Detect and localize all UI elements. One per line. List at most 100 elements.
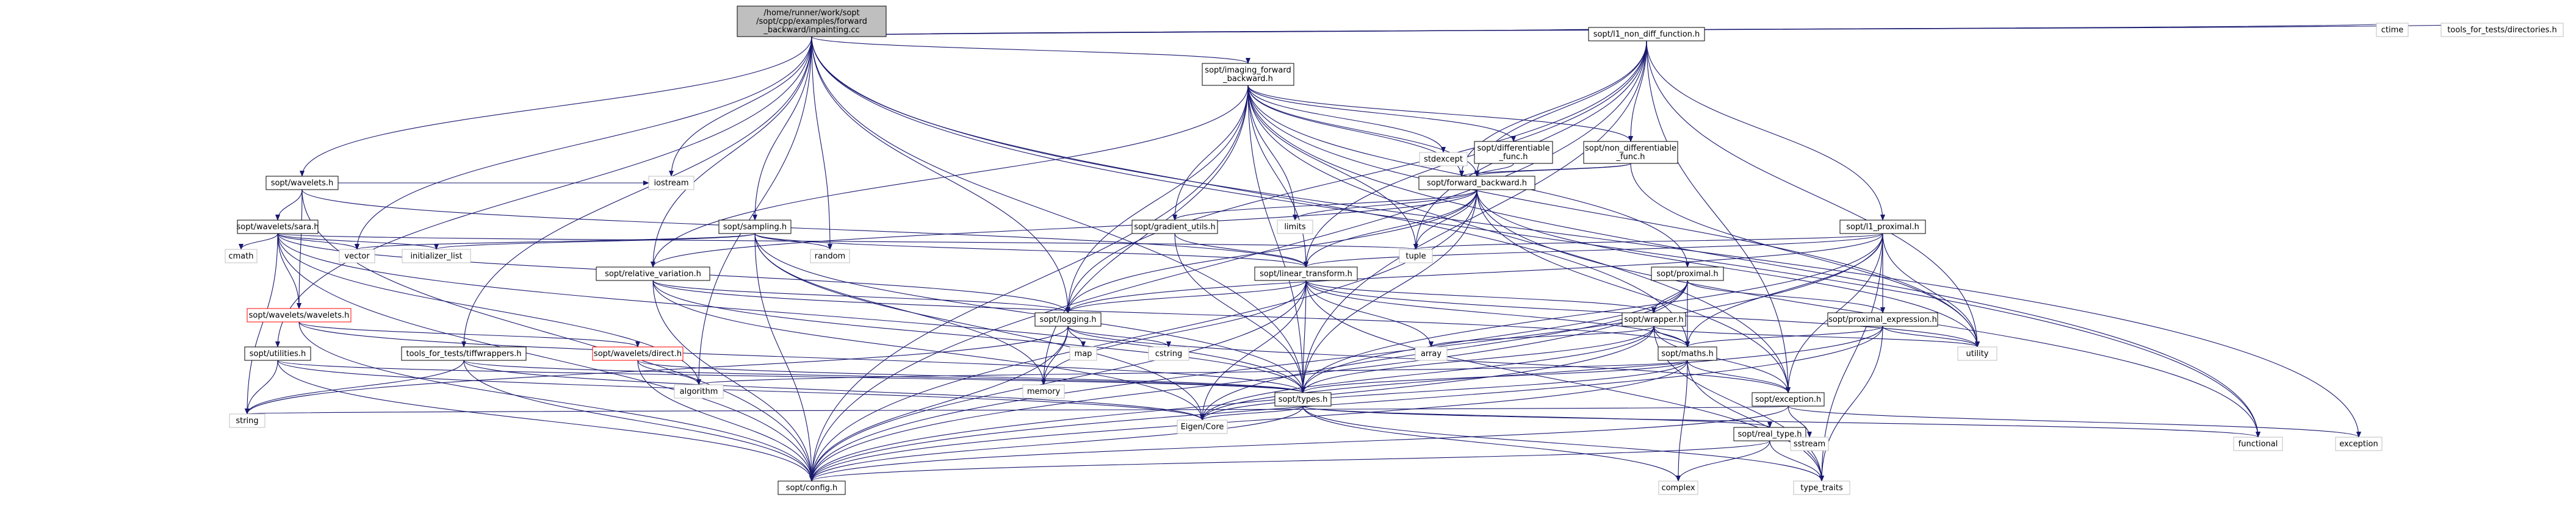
edge-wrapper-to-types	[1301, 326, 1654, 393]
edge-forward_backward-to-utility	[1476, 189, 1980, 348]
edge-linear_transform-to-type_traits	[1305, 280, 1824, 482]
node-box	[402, 249, 471, 263]
node-maths[interactable]: sopt/maths.h	[1658, 346, 1717, 361]
edge-proximal-to-wrapper	[1651, 280, 1688, 313]
edge-maths-to-config	[809, 360, 1688, 482]
node-cstring: cstring	[1148, 346, 1189, 361]
edge-wavelets_sara-to-config	[277, 233, 814, 482]
node-label: ctime	[2381, 26, 2404, 35]
node-box	[229, 413, 265, 428]
edge-relative_variation-to-maths	[652, 280, 1690, 348]
node-logging[interactable]: sopt/logging.h	[1034, 312, 1102, 327]
node-utilities[interactable]: sopt/utilities.h	[244, 346, 311, 361]
edge-imaging_fb-to-exception_h	[1247, 85, 1791, 393]
node-wavelets-direct[interactable]: sopt/wavelets/direct.h	[592, 346, 684, 361]
edge-l1_proximal-to-logging	[1066, 233, 1883, 313]
node-proximal-expression[interactable]: sopt/proximal_expression.h	[1827, 312, 1938, 327]
node-gradient-utils[interactable]: sopt/gradient_utils.h	[1131, 220, 1218, 234]
node-box	[1583, 141, 1678, 164]
edge-exception_h-to-exception	[1788, 405, 2361, 438]
node-l1-proximal[interactable]: sopt/l1_proximal.h	[1839, 220, 1926, 234]
node-label: initializer_list	[410, 252, 462, 261]
edge-wavelets_wavelets-to-types	[298, 321, 1305, 393]
node-box	[2376, 23, 2409, 37]
node-l1-non-diff[interactable]: sopt/l1_non_diff_function.h	[1588, 27, 1705, 41]
edge-linear_transform-to-config	[809, 280, 1307, 482]
node-forward-backward[interactable]: sopt/forward_backward.h	[1418, 176, 1535, 190]
edge-imaging_fb-to-gradient_utils	[1172, 85, 1249, 221]
node-label: sopt/config.h	[786, 484, 838, 493]
edge-l1_proximal-to-linear_transform	[1304, 233, 1883, 268]
edge-imaging_fb-to-logging	[1066, 85, 1249, 313]
edge-l1_non_diff-to-exception_h	[1646, 40, 1791, 393]
node-label: /home/runner/work/sopt	[763, 9, 859, 18]
node-label: string	[236, 416, 258, 426]
edge-imaging_fb-to-config	[809, 85, 1249, 482]
edge-proximal_expression-to-type_traits	[1819, 326, 1883, 482]
node-label: memory	[1027, 387, 1061, 396]
node-box	[2441, 23, 2564, 37]
node-label: sopt/sampling.h	[723, 223, 787, 232]
node-tff-wrappers[interactable]: tools_for_tests/tiffwrappers.h	[401, 346, 527, 361]
edge-sampling-to-eigen_core	[754, 233, 1205, 421]
node-differentiable[interactable]: sopt/differentiable_func.h	[1474, 141, 1553, 164]
node-sampling[interactable]: sopt/sampling.h	[718, 220, 792, 234]
node-non-differentiable[interactable]: sopt/non_differentiable_func.h	[1583, 141, 1678, 164]
node-box	[1957, 346, 1997, 361]
edge-exception_h-to-sstream	[1788, 405, 1812, 438]
node-linear-transform[interactable]: sopt/linear_transform.h	[1254, 266, 1358, 281]
node-relative-variation[interactable]: sopt/relative_variation.h	[596, 266, 710, 281]
node-label: sopt/wavelets.h	[271, 179, 334, 188]
edge-real_type-to-complex	[1676, 440, 1770, 482]
node-exception-h[interactable]: sopt/exception.h	[1752, 392, 1825, 407]
edge-root-to-random	[811, 36, 832, 250]
node-types[interactable]: sopt/types.h	[1274, 392, 1332, 407]
node-config[interactable]: sopt/config.h	[777, 480, 846, 495]
edge-proximal_expression-to-config	[809, 326, 1883, 482]
edge-utilities-to-eigen_core	[277, 360, 1205, 421]
edge-l1_non_diff-to-utility	[1646, 40, 1980, 348]
edge-linear_transform-to-eigen_core	[1200, 280, 1307, 421]
edge-wavelets_sara-to-types	[277, 233, 1305, 393]
node-label: algorithm	[680, 387, 718, 396]
node-label: _func.h	[1615, 152, 1645, 162]
node-box	[718, 220, 792, 234]
node-label: array	[1421, 349, 1441, 359]
node-tuple: tuple	[1399, 249, 1433, 263]
node-ctime: ctime	[2376, 23, 2409, 37]
node-box	[1474, 141, 1553, 164]
node-label: tuple	[1405, 252, 1426, 261]
node-array: array	[1415, 346, 1448, 361]
node-eigen-core: Eigen/Core	[1177, 419, 1228, 434]
edge-sampling-to-vector	[355, 233, 756, 250]
node-label: utility	[1966, 349, 1989, 359]
node-label: sopt/non_differentiable	[1585, 144, 1676, 153]
edge-imaging_fb-to-functional	[1247, 85, 2260, 438]
edge-gradient_utils-to-types	[1174, 233, 1305, 393]
edge-wrapper-to-array	[1429, 326, 1654, 348]
edge-linear_transform-to-memory	[1041, 280, 1307, 385]
node-box	[1131, 220, 1218, 234]
node-wavelets-sara[interactable]: sopt/wavelets/sara.h	[236, 220, 319, 234]
node-box	[2335, 437, 2383, 451]
node-wavelets-h[interactable]: sopt/wavelets.h	[265, 176, 339, 190]
node-box	[1651, 266, 1724, 281]
node-wrapper[interactable]: sopt/wrapper.h	[1622, 312, 1686, 327]
node-box	[777, 480, 846, 495]
node-box	[1588, 27, 1705, 41]
node-imaging-fb[interactable]: sopt/imaging_forward_backward.h	[1202, 63, 1294, 86]
node-wavelets-wavelets[interactable]: sopt/wavelets/wavelets.h	[247, 308, 352, 323]
node-box	[592, 346, 684, 361]
edge-types-to-type_traits	[1302, 405, 1824, 482]
edge-root-to-relative_variation	[651, 36, 812, 268]
node-real-type[interactable]: sopt/real_type.h	[1733, 427, 1806, 441]
edge-types-to-eigen_core	[1200, 405, 1304, 421]
edge-types-to-functional	[1302, 405, 2260, 438]
node-label: sopt/forward_backward.h	[1427, 179, 1527, 188]
edge-proximal-to-proximal_expression	[1687, 280, 1885, 313]
node-proximal[interactable]: sopt/proximal.h	[1651, 266, 1724, 281]
edge-logging-to-map	[1067, 326, 1086, 348]
edge-wavelets_h-to-config	[301, 189, 814, 482]
node-label: complex	[1661, 484, 1695, 493]
node-label: stdexcept	[1424, 155, 1463, 164]
